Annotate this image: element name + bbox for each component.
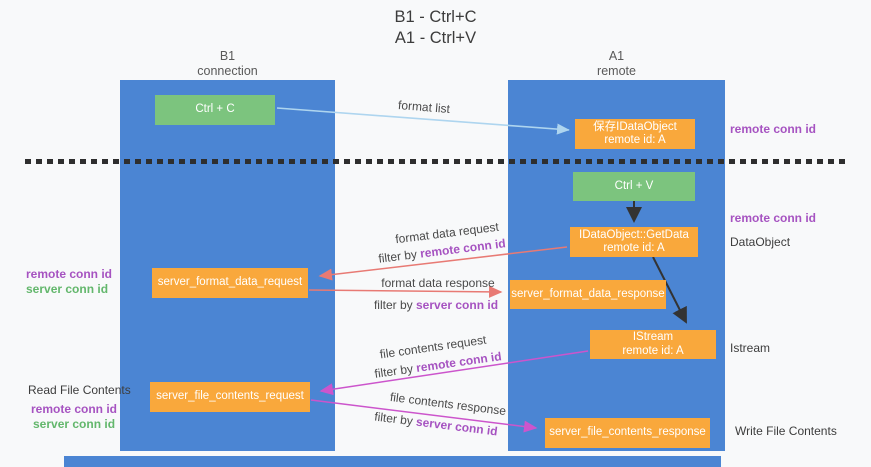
node-save-idataobject: 保存IDataObject remote id: A (575, 119, 695, 149)
phase-separator-dashed-line (25, 159, 845, 164)
node-ctrl-v: Ctrl + V (573, 172, 695, 201)
server-conn-id-text: server conn id (415, 414, 499, 439)
lane-b1-name: B1 (219, 49, 236, 63)
node-getdata-line2: remote id: A (603, 242, 665, 254)
side-label-read-file-contents: Read File Contents (28, 383, 131, 397)
edge-label-filter-by-server-1: filter by server conn id (374, 298, 498, 312)
arrow-format-data-response (308, 285, 503, 298)
node-istream: IStream remote id: A (590, 330, 716, 359)
node-ctrl-c-label: Ctrl + C (195, 103, 235, 116)
lane-b1-subtitle: connection (197, 64, 258, 78)
node-server-format-data-request: server_format_data_request (152, 268, 308, 298)
node-file-request-label: server_file_contents_request (156, 390, 304, 403)
node-server-file-contents-request: server_file_contents_request (150, 382, 310, 412)
server-conn-id-text: server conn id (416, 298, 499, 312)
node-ctrl-v-label: Ctrl + V (614, 179, 654, 192)
edge-label-format-data-response: format data response (381, 276, 495, 290)
side-label-left-server-conn-id-format: server conn id (26, 282, 109, 296)
bottom-lane-strip (64, 456, 721, 467)
node-file-response-label: server_file_contents_response (549, 426, 706, 439)
node-server-file-contents-response: server_file_contents_response (545, 418, 710, 448)
node-istream-line1: IStream (632, 331, 674, 343)
node-format-response-label: server_format_data_response (511, 287, 665, 300)
side-label-remote-conn-id-mid: remote conn id (730, 211, 817, 225)
node-getdata-line1: IDataObject::GetData (579, 228, 689, 241)
side-label-left-server-conn-id-file: server conn id (33, 417, 116, 431)
lane-header-a1: A1 remote (508, 49, 725, 79)
side-label-left-remote-conn-id-format: remote conn id (26, 267, 113, 281)
node-ctrl-c: Ctrl + C (155, 95, 275, 125)
title-line-2: A1 - Ctrl+V (394, 29, 477, 47)
lane-header-b1: B1 connection (120, 49, 335, 79)
side-label-istream: Istream (730, 341, 771, 355)
side-label-remote-conn-id-top: remote conn id (730, 122, 817, 136)
side-label-write-file-contents: Write File Contents (735, 424, 837, 438)
node-istream-line2: remote id: A (622, 344, 684, 357)
filter-by-text: filter by (373, 298, 413, 312)
title-line-1: B1 - Ctrl+C (394, 8, 477, 26)
node-server-format-data-response: server_format_data_response (510, 280, 666, 309)
diagram-title: B1 - Ctrl+C A1 - Ctrl+V (0, 7, 871, 49)
side-label-dataobject: DataObject (730, 235, 791, 249)
lane-a1-subtitle: remote (597, 64, 636, 78)
side-label-left-remote-conn-id-file: remote conn id (31, 402, 118, 416)
node-format-request-label: server_format_data_request (157, 276, 303, 289)
edge-label-format-list: format list (397, 97, 451, 117)
lane-a1-name: A1 (608, 49, 625, 63)
node-save-idataobject-line2: remote id: A (604, 134, 666, 146)
filter-by-text: filter by (377, 247, 418, 266)
filter-by-text: filter by (373, 409, 414, 429)
node-idataobject-getdata: IDataObject::GetData remote id: A (570, 227, 698, 257)
filter-by-text: filter by (373, 361, 414, 381)
node-save-idataobject-line1: 保存IDataObject (593, 120, 677, 133)
